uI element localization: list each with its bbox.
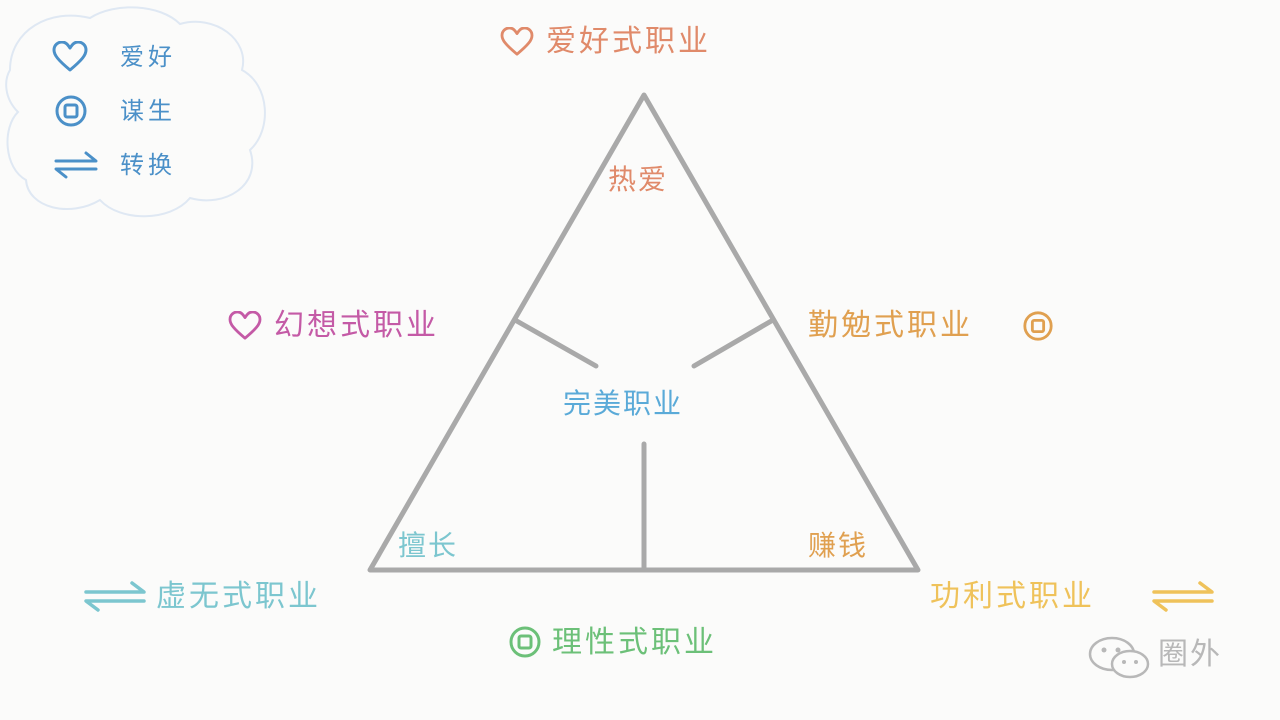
label-nihilistic-career: 虚无式职业 xyxy=(82,578,372,614)
swap-arrows-icon xyxy=(54,151,98,179)
divider-left xyxy=(512,317,599,369)
divider-right xyxy=(691,317,776,369)
watermark-text: 圈外 xyxy=(1158,637,1222,672)
at-icon xyxy=(1023,311,1053,341)
legend-label-switch: 转换 xyxy=(120,151,176,179)
legend-label-living: 谋生 xyxy=(120,97,176,125)
heart-icon xyxy=(228,311,262,340)
inner-label-passion: 热爱 xyxy=(608,163,669,196)
at-icon xyxy=(55,95,87,127)
heart-icon xyxy=(52,41,88,72)
heart-icon xyxy=(500,27,534,56)
at-icon xyxy=(509,626,541,658)
label-fantasy-career: 幻想式职业 xyxy=(228,308,488,344)
label-rational-career: 理性式职业 xyxy=(508,624,768,660)
watermark: 圈外 xyxy=(1086,634,1246,684)
inner-label-expertise: 擅长 xyxy=(398,529,459,562)
label-diligent-career: 勤勉式职业 xyxy=(808,308,1068,344)
legend-cloud xyxy=(5,6,266,218)
label-utilitarian-career: 功利式职业 xyxy=(930,578,1230,614)
swap-arrows-icon xyxy=(1152,581,1214,612)
inner-label-perfect-career: 完美职业 xyxy=(563,387,684,420)
label-hobby-career: 爱好式职业 xyxy=(500,24,760,60)
inner-label-making-money: 赚钱 xyxy=(808,529,869,562)
swap-arrows-icon xyxy=(84,581,146,612)
wechat-icon xyxy=(1088,636,1150,679)
legend-label-hobby: 爱好 xyxy=(120,43,176,71)
